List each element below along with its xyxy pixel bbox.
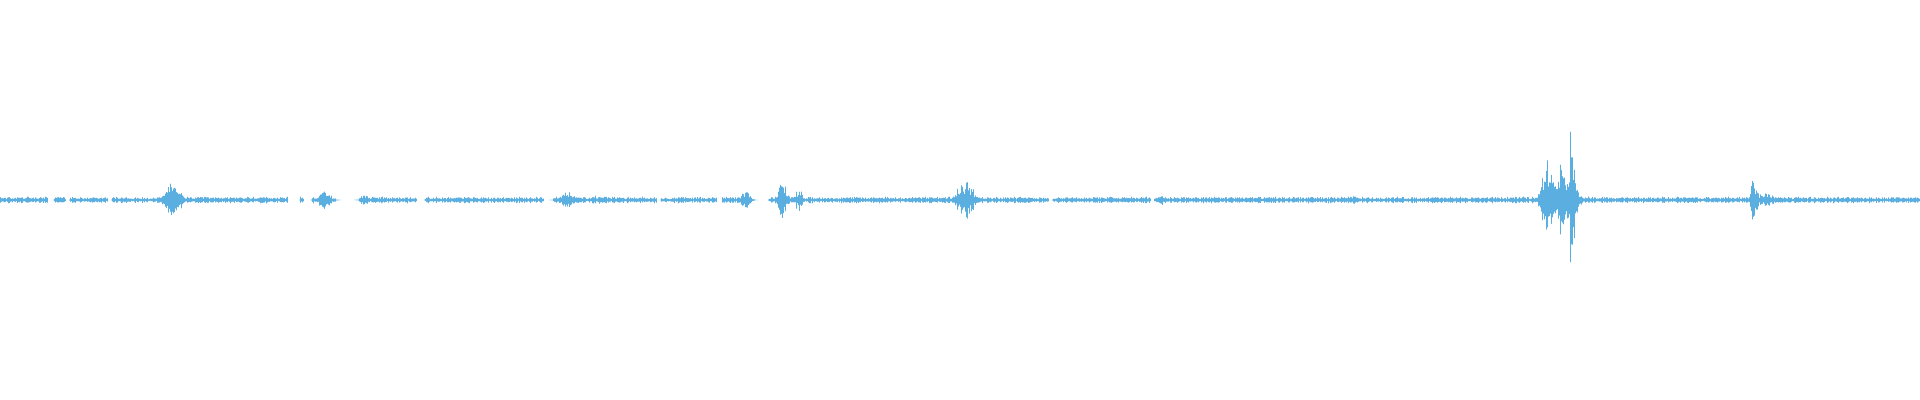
baseline-gap bbox=[288, 198, 300, 202]
baseline-gap bbox=[748, 198, 768, 202]
baseline-gap bbox=[416, 198, 425, 202]
baseline-gap bbox=[1150, 198, 1154, 202]
baseline-gap bbox=[543, 198, 553, 202]
waveform-trace bbox=[0, 131, 1920, 263]
baseline-gap bbox=[336, 198, 361, 202]
baseline-gap bbox=[716, 198, 722, 202]
baseline-gap bbox=[656, 198, 661, 202]
baseline-gap bbox=[303, 198, 312, 202]
baseline-gap bbox=[48, 198, 54, 202]
baseline-gap bbox=[65, 198, 70, 202]
baseline-gap bbox=[1048, 198, 1053, 202]
baseline-gap bbox=[107, 198, 112, 202]
waveform-signal bbox=[0, 131, 1920, 263]
